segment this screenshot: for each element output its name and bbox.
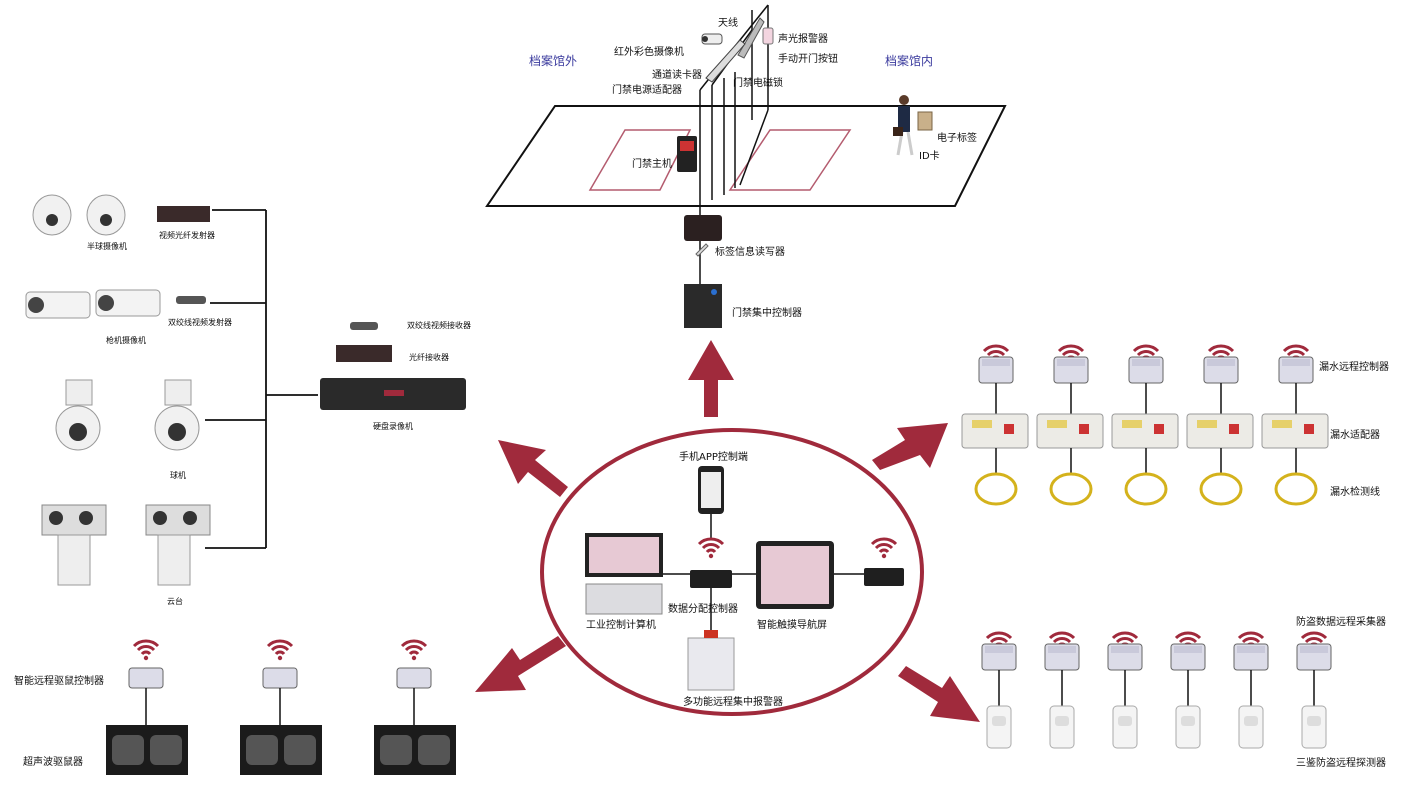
nvr-label: 硬盘录像机 [373, 422, 413, 431]
ptz-cameras [55, 379, 200, 451]
channel-reader-label: 通道读卡器 [652, 70, 702, 81]
anti-theft-unit [1233, 631, 1269, 749]
water-adapter-label: 漏水适配器 [1330, 430, 1380, 441]
anti-theft-unit [1296, 631, 1332, 749]
ir-camera-icon [701, 33, 723, 45]
antenna-label: 天线 [718, 18, 738, 29]
water-unit [1261, 344, 1329, 506]
video-fiber-tx-device [157, 206, 210, 222]
rodent-controller-label: 智能远程驱鼠控制器 [14, 676, 104, 687]
receivers-nvr [320, 322, 466, 410]
touch-screen-device [756, 541, 834, 609]
pan-tilt-cameras [41, 504, 211, 586]
e-tag-label: 电子标签 [937, 133, 977, 144]
industrial-pc-device [585, 533, 663, 615]
anti-theft-unit [981, 631, 1017, 749]
sound-light-alarm-icon [762, 27, 774, 45]
phone-device [698, 466, 724, 514]
dome-cameras [32, 194, 126, 236]
central-controller-device [684, 284, 722, 328]
door-floor [485, 105, 1007, 207]
rodent-unit [240, 639, 322, 775]
rodent-unit [374, 639, 456, 775]
outside-label: 档案馆外 [529, 54, 578, 68]
antenna-bar [737, 17, 765, 59]
rodent-repeller-label: 超声波驱鼠器 [23, 757, 83, 768]
twisted-pair-tx-device [176, 296, 206, 304]
touch-screen-label: 智能触摸导航屏 [757, 620, 827, 631]
twisted-rx-label: 双绞线视频接收器 [407, 321, 471, 330]
ptz-label: 球机 [170, 471, 186, 480]
e-tag-box [917, 111, 933, 131]
data-controller-label: 数据分配控制器 [668, 604, 738, 615]
channel-reader-icon [705, 39, 746, 83]
tag-reader-label: 标签信息读写器 [715, 247, 785, 258]
theft-collector-label: 防盗数据远程采集器 [1296, 617, 1386, 628]
alarm-center-label: 多功能远程集中报警器 [683, 697, 783, 708]
rodent-units [106, 639, 456, 775]
gate-frame [699, 4, 769, 218]
rodent-unit [106, 639, 188, 775]
person-icon [893, 95, 914, 156]
center-oval [540, 428, 924, 716]
fiber-rx-label: 光纤接收器 [409, 353, 449, 362]
app-label: 手机APP控制端 [679, 452, 748, 463]
twisted-tx-label: 双绞线视频发射器 [168, 318, 232, 327]
water-leak-units [961, 344, 1329, 506]
anti-theft-unit [1044, 631, 1080, 749]
water-unit [1186, 344, 1254, 506]
alarm-label: 声光报警器 [778, 34, 828, 45]
water-controller-label: 漏水远程控制器 [1319, 362, 1389, 373]
bullet-camera-label: 枪机摄像机 [106, 336, 146, 345]
central-controller-label: 门禁集中控制器 [732, 308, 802, 319]
anti-theft-unit [1170, 631, 1206, 749]
water-unit [1111, 344, 1179, 506]
power-adapter-label: 门禁电源适配器 [612, 85, 682, 96]
fiber-tx-label: 视频光纤发射器 [159, 231, 215, 240]
inside-label: 档案馆内 [885, 54, 934, 68]
bullet-cameras [25, 289, 161, 319]
water-unit [961, 344, 1029, 506]
alarm-center-device [687, 630, 735, 691]
lock-label: 门禁电磁锁 [733, 78, 783, 89]
manual-button-label: 手动开门按钮 [778, 54, 838, 65]
water-unit [1036, 344, 1104, 506]
industrial-pc-label: 工业控制计算机 [586, 620, 656, 631]
door-host-device [677, 136, 697, 172]
door-host-label: 门禁主机 [632, 159, 672, 170]
arrows [475, 340, 980, 722]
anti-theft-unit [1107, 631, 1143, 749]
dome-camera-label: 半球摄像机 [87, 242, 127, 251]
theft-detector-label: 三鉴防盗远程探测器 [1296, 758, 1386, 769]
cctv-bus [205, 209, 318, 549]
id-card-label: ID卡 [919, 151, 940, 162]
anti-theft-units [981, 631, 1332, 749]
router-center [690, 537, 732, 588]
pan-tilt-label: 云台 [167, 597, 183, 606]
tag-reader-device [684, 215, 722, 257]
water-line-label: 漏水检测线 [1330, 487, 1380, 498]
router-right [864, 537, 904, 586]
ir-camera-label: 红外彩色摄像机 [614, 47, 684, 58]
